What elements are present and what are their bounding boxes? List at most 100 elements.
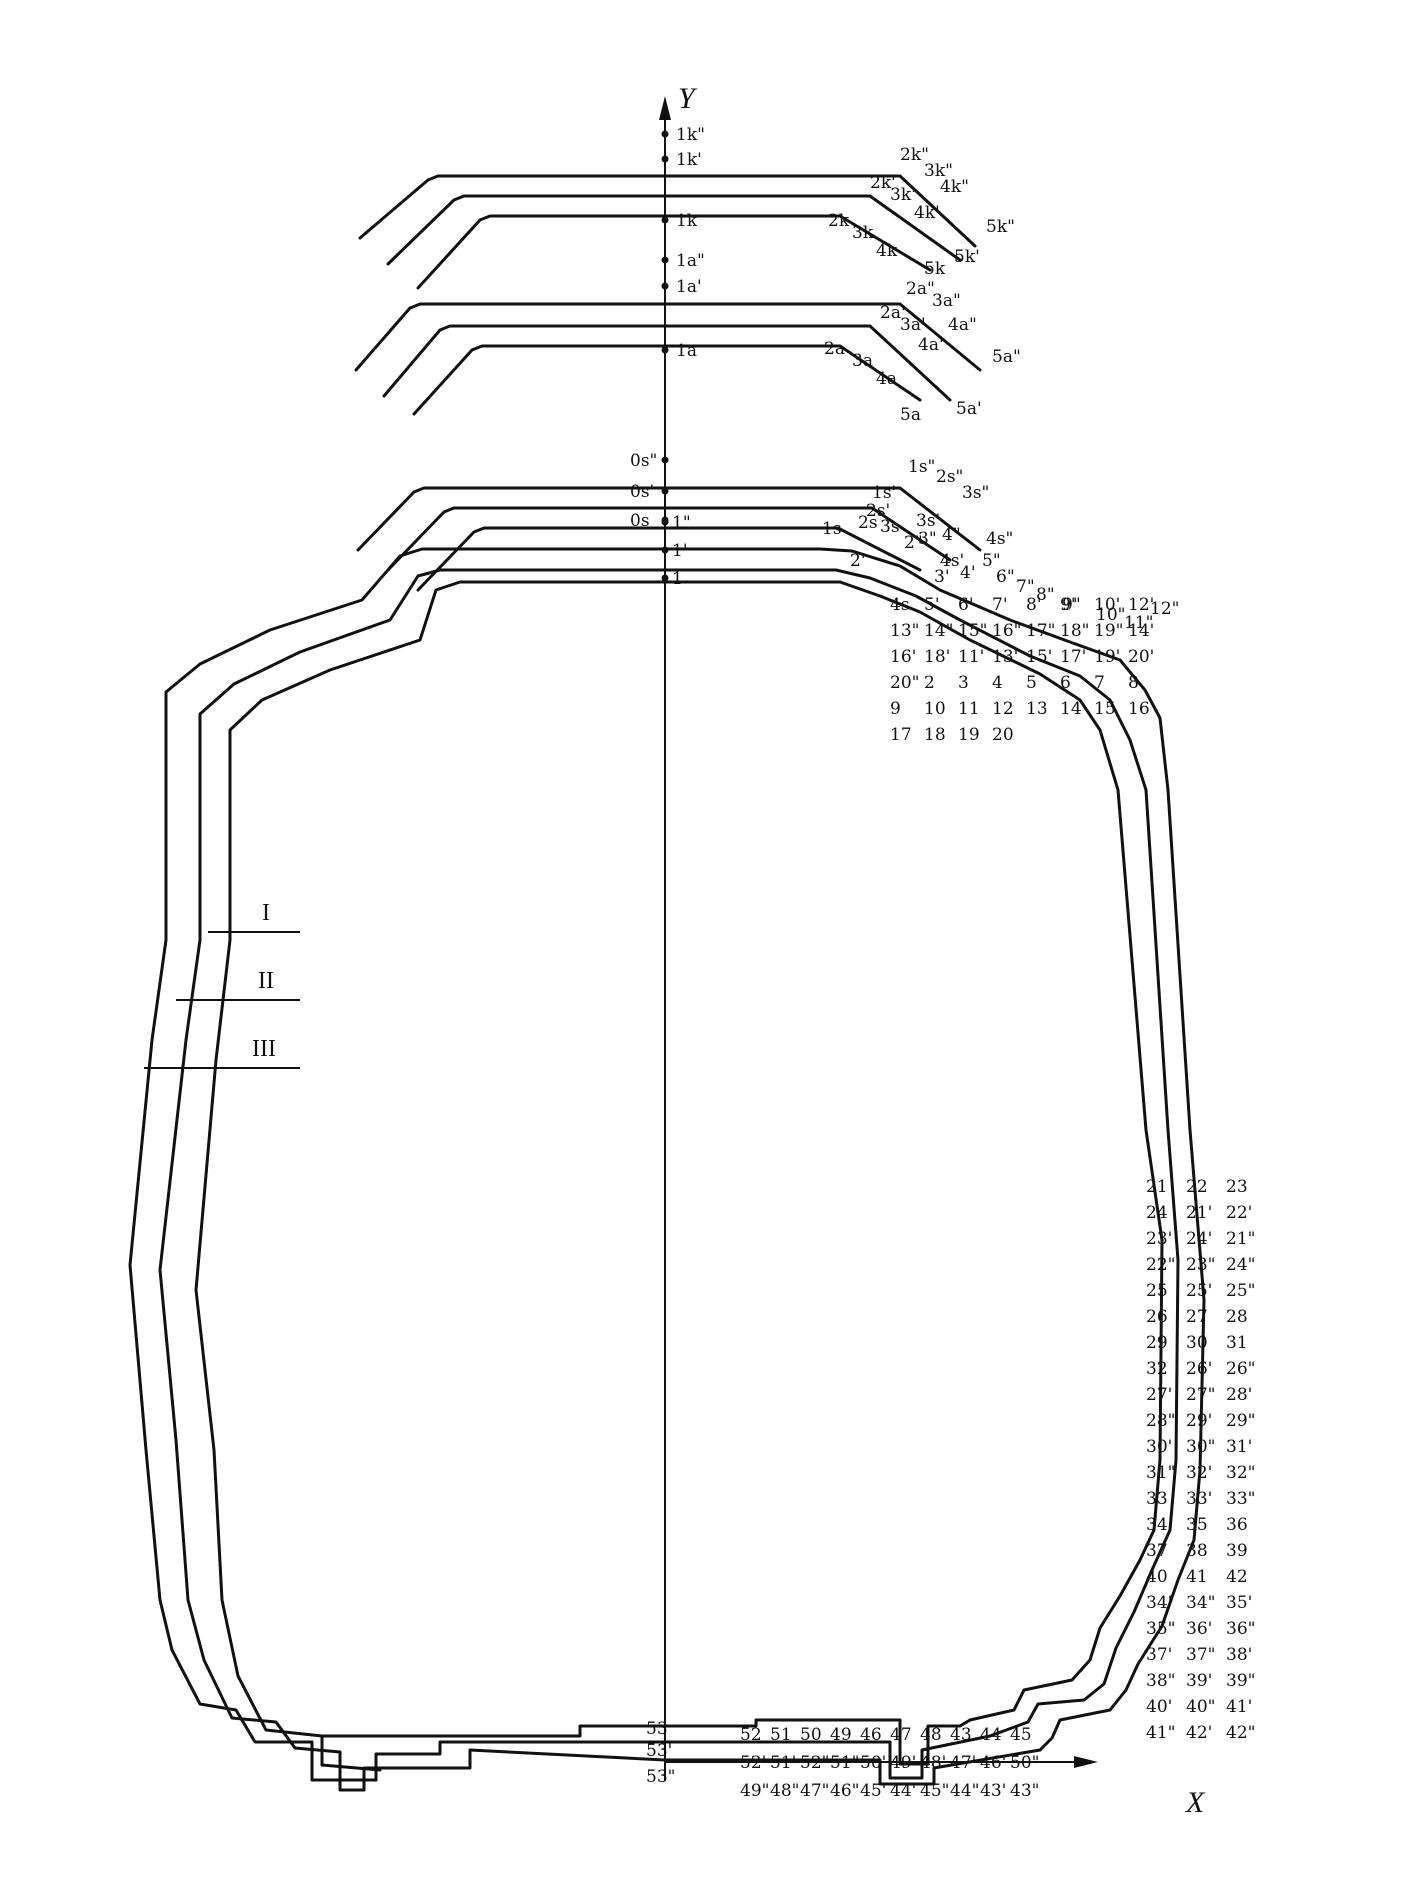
right-side-point-label: 25: [1146, 1281, 1168, 1301]
y-axis: Y: [659, 82, 698, 1781]
upper-right-point-label: 2a': [880, 303, 906, 323]
zone-label-ii: II: [258, 968, 274, 994]
right-side-point-label: 26: [1146, 1307, 1168, 1327]
y-axis-arrow: [659, 96, 671, 120]
contour-outer: [128, 547, 822, 1782]
upper-right-point-label: 7": [1016, 577, 1035, 597]
right-side-point-label: 26": [1226, 1359, 1255, 1379]
right-side-point-label: 32: [1146, 1359, 1168, 1379]
bottom-point-label: 50: [800, 1725, 822, 1745]
upper-right-point-label: 16': [890, 647, 916, 667]
upper-right-point-label: 15': [1026, 647, 1052, 667]
upper-right-point-label: 18: [924, 725, 946, 745]
point-marker: [661, 487, 669, 495]
upper-right-point-label: 2a: [824, 339, 845, 359]
contour-s-group: [356, 486, 982, 592]
upper-right-point-label: 8': [1026, 595, 1042, 615]
upper-right-point-label: 5k": [986, 217, 1015, 237]
upper-right-point-label: 6: [1060, 673, 1071, 693]
upper-right-point-label: 3s": [962, 483, 989, 503]
upper-right-point-label: 16: [1128, 699, 1150, 719]
upper-right-point-label: 11": [1124, 613, 1153, 633]
upper-right-point-label: 12: [992, 699, 1014, 719]
right-side-point-label: 27': [1146, 1385, 1172, 1405]
axis-point-label: 53': [646, 1741, 672, 1761]
right-side-point-label: 29': [1186, 1411, 1212, 1431]
right-side-point-label: 38: [1186, 1541, 1208, 1561]
bottom-point-label: 52": [800, 1753, 829, 1773]
axis-point-label: 0s": [630, 451, 657, 471]
bottom-point-label: 51: [770, 1725, 792, 1745]
right-side-point-label: 39': [1186, 1671, 1212, 1691]
bottom-point-label: 44': [890, 1781, 916, 1801]
upper-right-point-label: 6": [996, 567, 1015, 587]
contour-a-inner: [412, 344, 922, 416]
contour-a-group: [354, 302, 982, 416]
upper-right-point-label: 2s': [866, 501, 890, 521]
contour-bottom-inner: [320, 1718, 972, 1766]
contour-inner: [194, 580, 842, 1772]
x-axis-label: X: [1185, 1786, 1206, 1819]
axis-point-label: 1k": [676, 125, 705, 145]
right-side-point-label: 25": [1226, 1281, 1255, 1301]
upper-right-point-label: 11': [958, 647, 984, 667]
x-axis-arrow: [1074, 1756, 1098, 1768]
right-side-point-label: 38": [1146, 1671, 1175, 1691]
upper-right-point-label: 7': [992, 595, 1008, 615]
upper-right-point-label: 19": [1094, 621, 1123, 641]
point-marker: [661, 282, 669, 290]
right-side-point-label: 22": [1146, 1255, 1175, 1275]
zone-label-i: I: [262, 900, 270, 926]
upper-right-point-label: 3': [934, 567, 950, 587]
right-side-point-label: 39": [1226, 1671, 1255, 1691]
upper-right-point-label: 17': [1060, 647, 1086, 667]
right-side-point-label: 33": [1226, 1489, 1255, 1509]
right-side-point-label: 36: [1226, 1515, 1248, 1535]
right-side-point-label: 30': [1146, 1437, 1172, 1457]
upper-right-point-label: 10": [1096, 605, 1125, 625]
axis-point-label: 1": [672, 513, 691, 533]
bottom-point-label: 44: [980, 1725, 1002, 1745]
contour-middle: [158, 568, 838, 1792]
upper-right-point-label: 13': [992, 647, 1018, 667]
contour-right-middle: [988, 788, 1180, 1738]
contour-right-inner: [968, 788, 1164, 1722]
upper-right-point-label: 4a: [876, 369, 897, 389]
right-side-point-label: 33': [1186, 1489, 1212, 1509]
upper-right-point-label: 4s': [940, 551, 964, 571]
axis-point-label: 53": [646, 1767, 675, 1787]
upper-right-point-label: 6': [958, 595, 974, 615]
upper-right-point-label: 20: [992, 725, 1014, 745]
upper-right-point-label: 20': [1128, 647, 1154, 667]
upper-right-point-label: 4k': [914, 203, 940, 223]
contour-s-outer: [356, 486, 982, 552]
right-side-point-label: 40": [1186, 1697, 1215, 1717]
bottom-point-label: 43: [950, 1725, 972, 1745]
upper-right-point-label: 1s": [908, 457, 935, 477]
axis-point-label: 1a": [676, 251, 705, 271]
right-side-point-label: 32': [1186, 1463, 1212, 1483]
upper-right-point-label: 7: [1094, 673, 1105, 693]
bottom-point-label: 43': [980, 1781, 1006, 1801]
bottom-point-label: 50': [860, 1753, 886, 1773]
right-side-point-label: 35: [1186, 1515, 1208, 1535]
contour-top-right-inner: [838, 580, 1120, 792]
contour-a-outer: [354, 302, 982, 372]
point-marker: [661, 346, 669, 354]
right-side-point-label: 37': [1146, 1645, 1172, 1665]
axis-point-label: 53: [646, 1719, 668, 1739]
upper-right-point-label: 3s: [880, 517, 900, 537]
upper-right-point-label: 2s: [858, 513, 878, 533]
point-marker: [661, 216, 669, 224]
upper-right-point-label: 9": [1062, 595, 1081, 615]
bottom-point-label: 47': [950, 1753, 976, 1773]
bottom-point-label: 51": [830, 1753, 859, 1773]
zone-label-iii: III: [252, 1036, 276, 1062]
right-side-point-label: 25': [1186, 1281, 1212, 1301]
contour-k-middle: [386, 194, 962, 266]
upper-right-point-label: 5k: [924, 259, 946, 279]
upper-right-point-label: 1s: [822, 519, 842, 539]
upper-right-point-label: 2k": [900, 145, 929, 165]
clearance-contours: [128, 547, 1206, 1792]
bottom-point-label: 46': [980, 1753, 1006, 1773]
